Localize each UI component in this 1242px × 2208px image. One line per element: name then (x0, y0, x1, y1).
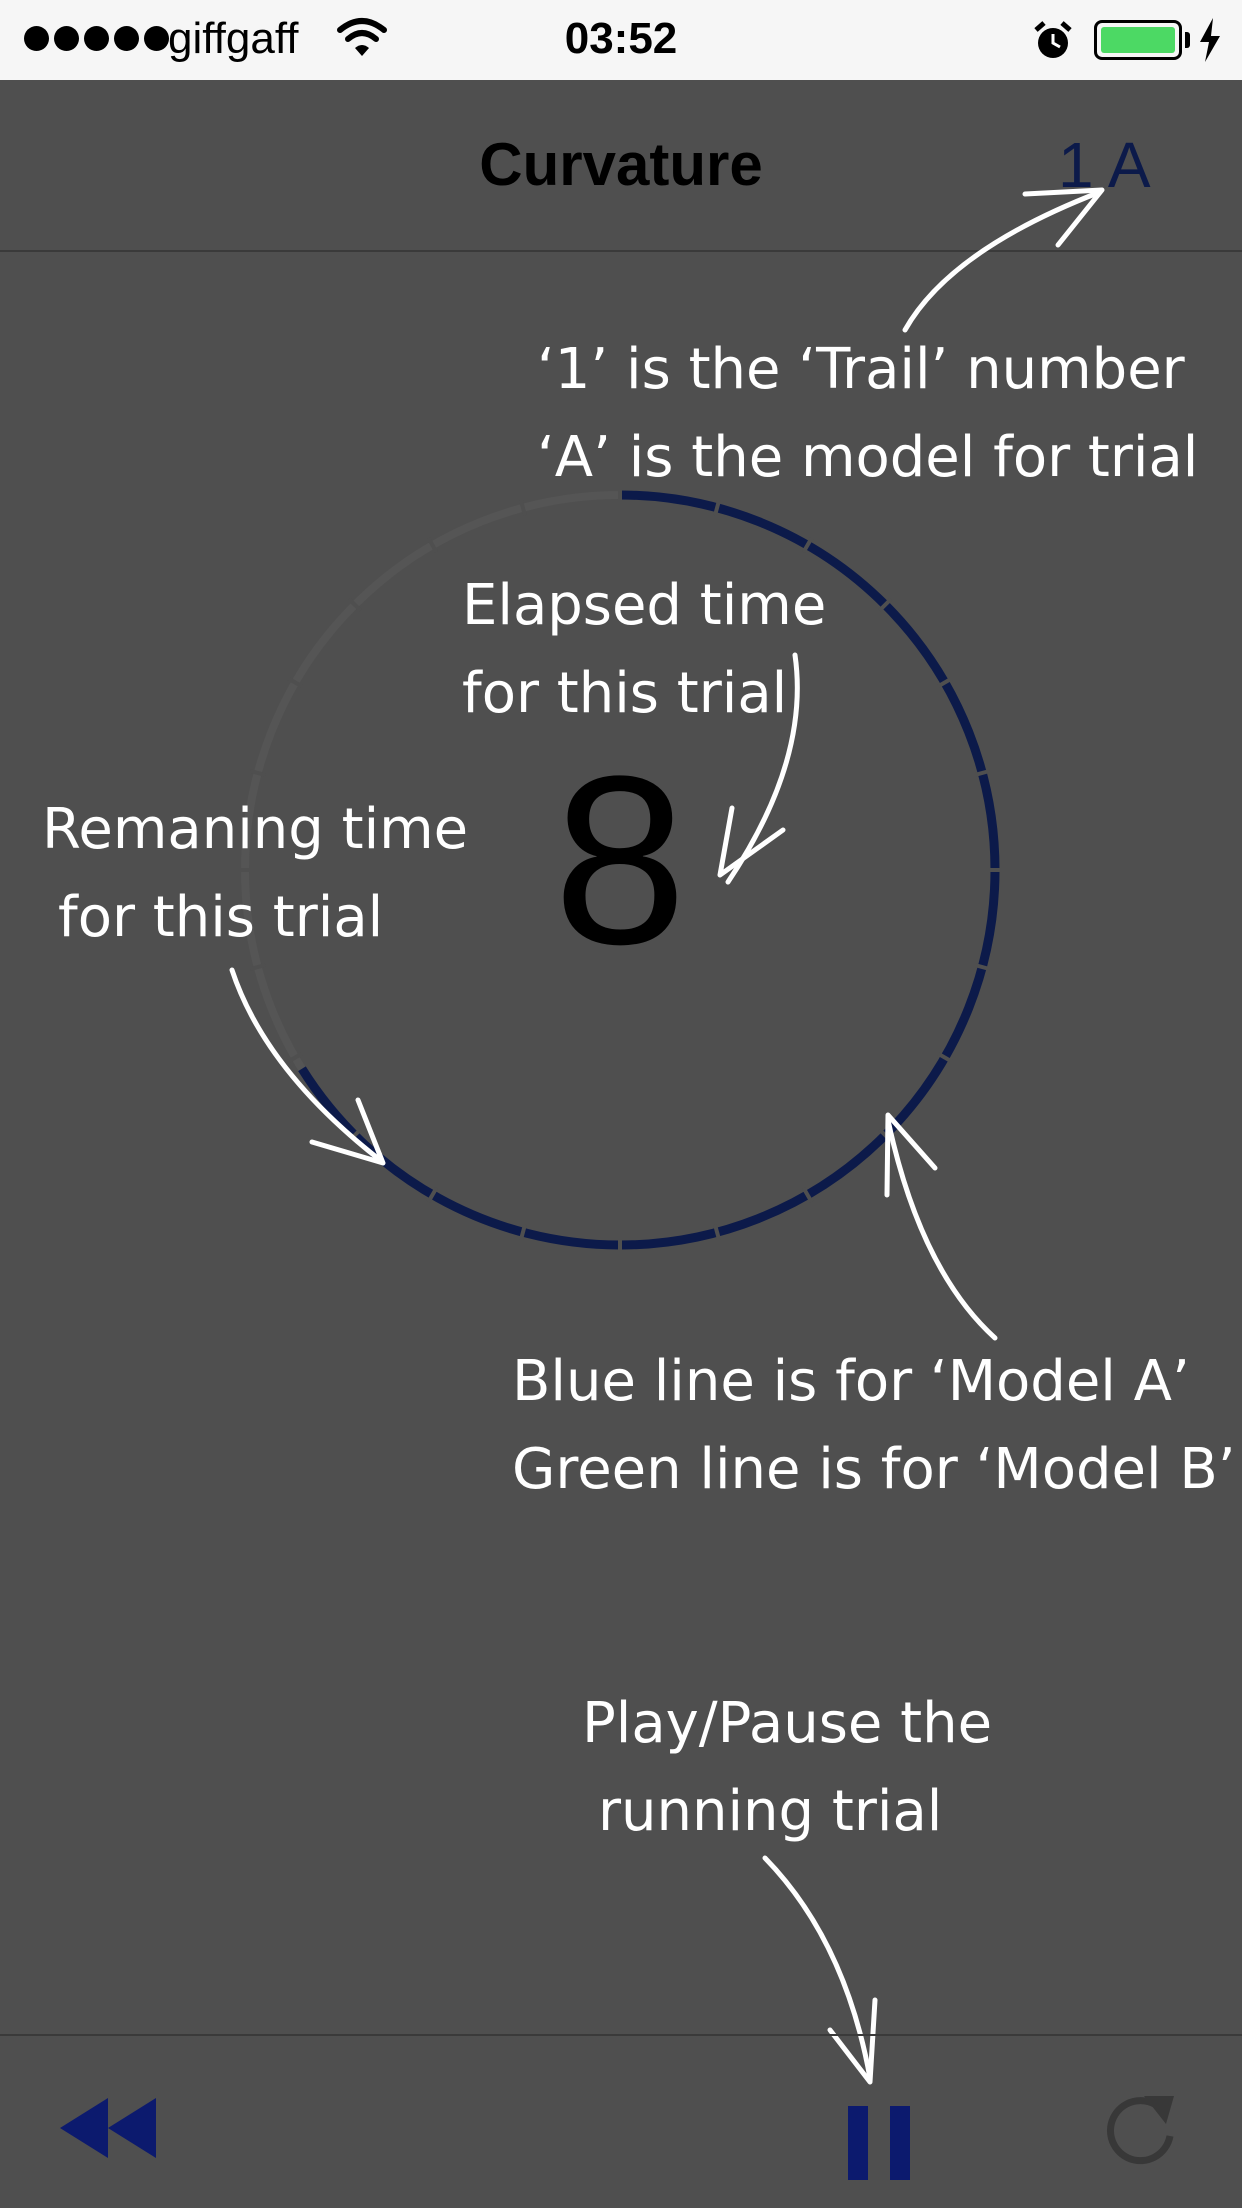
ring-tick (801, 537, 814, 554)
ring-tick (973, 963, 991, 972)
ring-tick (713, 1223, 722, 1241)
reset-icon[interactable] (1104, 2082, 1184, 2172)
annotation-play-pause: Play/Pause the running trial (582, 1691, 993, 1844)
ring-tick (878, 597, 893, 612)
ring-tick (936, 1051, 953, 1064)
annotation-remaining: Remaning time for this trial (42, 797, 469, 950)
ring-tick (347, 597, 362, 612)
rewind-icon[interactable] (60, 2098, 156, 2158)
timer-ring (249, 490, 1000, 1250)
ring-tick (713, 499, 722, 517)
alarm-icon (1034, 21, 1072, 58)
annotation-elapsed: Elapsed time for this trial (462, 573, 827, 726)
ring-tick (936, 676, 953, 689)
battery-icon (1094, 20, 1182, 60)
bottom-toolbar (0, 2034, 1242, 2208)
status-time: 03:52 (564, 14, 678, 63)
ring-tick (426, 537, 439, 554)
charging-bolt-icon (1200, 18, 1220, 62)
carrier-name: giffgaff (168, 14, 299, 63)
annotation-line-colors: Blue line is for ‘Model A’ Green line is… (512, 1349, 1236, 1502)
signal-strength-icon (24, 26, 169, 51)
ring-tick (249, 963, 267, 972)
ring-tick (518, 1223, 527, 1241)
ring-tick (973, 768, 991, 777)
ring-tick (287, 676, 304, 689)
pause-icon[interactable] (848, 2106, 912, 2180)
ring-tick (801, 1186, 814, 1203)
ring-tick (249, 768, 267, 777)
annotation-trial: ‘1’ is the ‘Trail’ number ‘A’ is the mod… (537, 337, 1199, 490)
wifi-icon (337, 18, 387, 56)
countdown-number: 8 (553, 726, 687, 994)
page-title: Curvature (479, 131, 763, 198)
ring-tick (518, 499, 527, 517)
status-bar: giffgaff 03:52 (0, 0, 1242, 80)
ring-tick (426, 1186, 439, 1203)
remaining-arc (298, 1066, 621, 1250)
